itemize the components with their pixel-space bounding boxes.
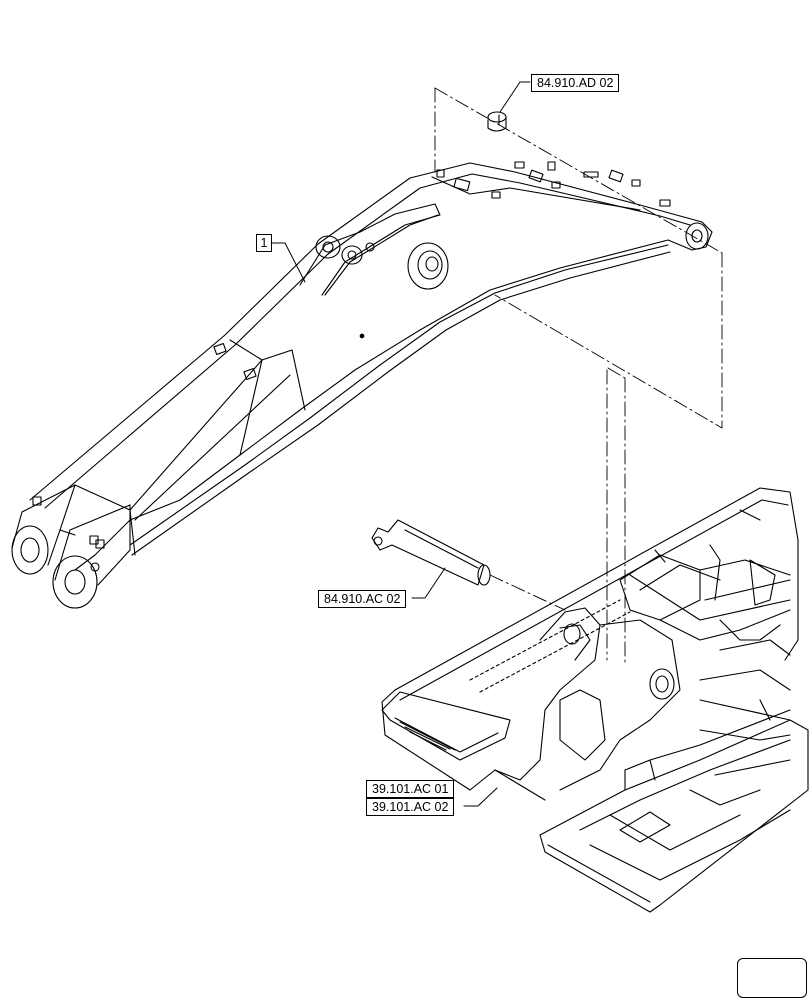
bushing-part: [487, 111, 507, 132]
item-number-label: 1: [256, 234, 272, 252]
ref-link-upper-frame-2[interactable]: 39.101.AC 02: [366, 798, 455, 816]
ref-link-upper-frame-1[interactable]: 39.101.AC 01: [366, 780, 455, 798]
upper-frame-part: [381, 487, 809, 913]
ref-link-bushing[interactable]: 84.910.AD 02: [531, 74, 620, 92]
ref-link-foot-pin[interactable]: 84.910.AC 02: [318, 590, 407, 608]
alignment-lines: [434, 87, 723, 666]
page-navigation-button[interactable]: [737, 958, 807, 998]
leader-lines: [269, 81, 531, 807]
boom-part: [11, 161, 713, 609]
foot-pin-part: [371, 519, 491, 586]
